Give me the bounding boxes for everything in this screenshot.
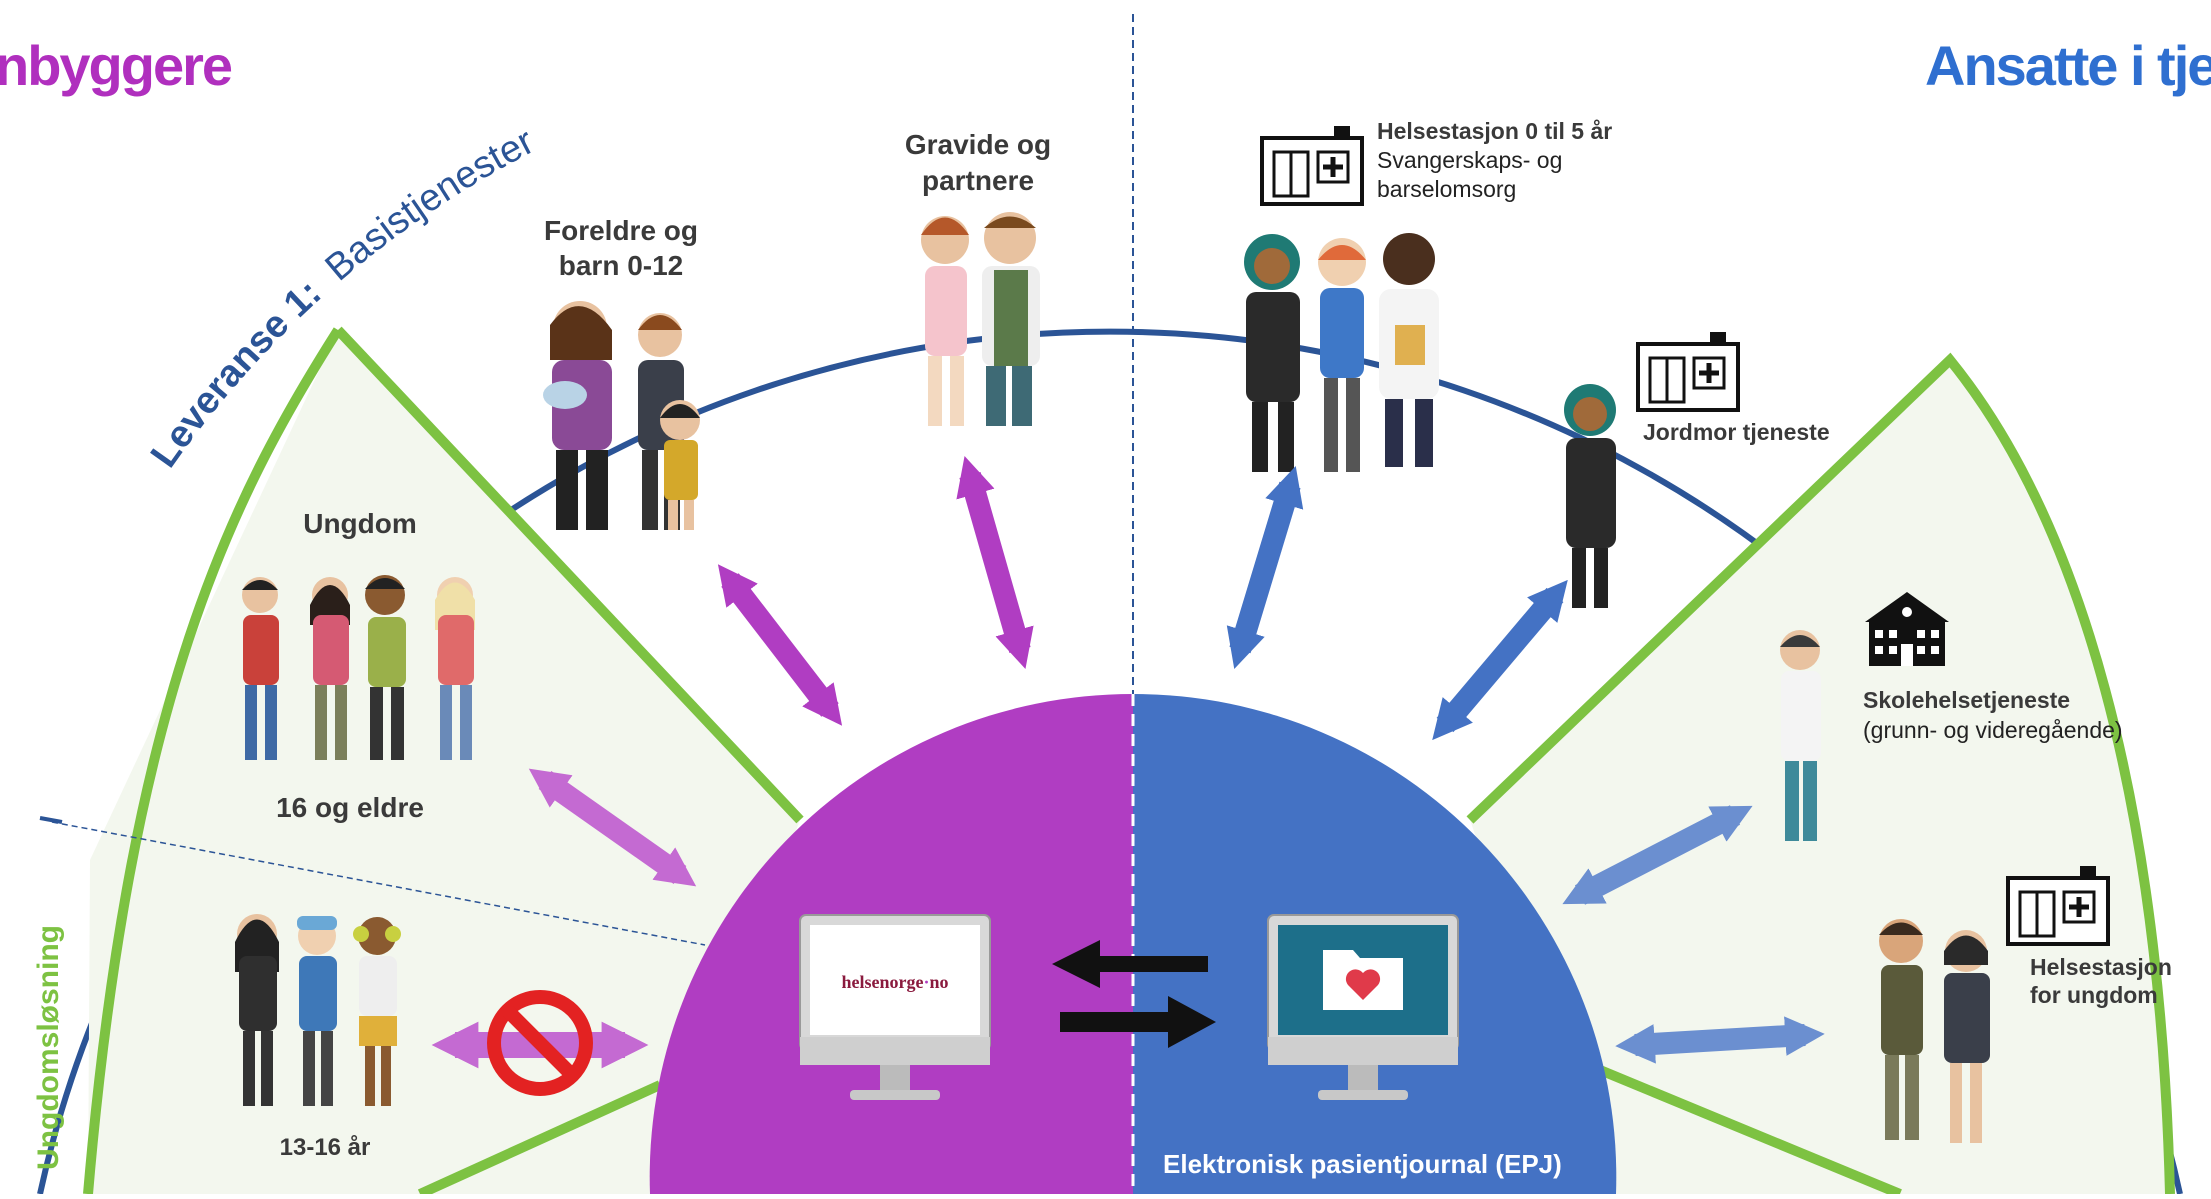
skole-sub: (grunn- og videregående) xyxy=(1863,717,2123,743)
helsenorge-logo-dot: · xyxy=(923,972,929,992)
ungdom-tick xyxy=(39,816,63,824)
exchange-arrows xyxy=(1052,940,1216,1048)
school-icon xyxy=(1865,592,1949,666)
foreldre-label-1: Foreldre og xyxy=(544,215,698,246)
gravide-people-illustration xyxy=(921,212,1040,426)
foreldre-people-illustration xyxy=(543,301,700,530)
arrow-jordmor xyxy=(1432,579,1568,741)
skole-title: Skolehelsetjeneste xyxy=(1863,687,2070,713)
ungdom-stasjon-2: for ungdom xyxy=(2030,982,2158,1008)
left-lower-green xyxy=(417,1080,663,1199)
arrow-ungdom-stasjon xyxy=(1615,1016,1825,1064)
epj-monitor xyxy=(1267,914,1459,1100)
arrow-left-black xyxy=(1052,940,1208,988)
clinic-icon xyxy=(1260,126,1364,206)
ungdom-stasjon-1: Helsestasjon xyxy=(2030,954,2172,980)
ungdomslosning-label: Ungdomsløsning xyxy=(32,925,65,1170)
left-green-border xyxy=(83,326,804,1195)
arrow-skole xyxy=(1562,805,1753,905)
foreldre-label-2: barn 0-12 xyxy=(559,250,684,281)
helsenorge-monitor: helsenorge·no xyxy=(799,914,991,1100)
prohibited-icon xyxy=(487,990,593,1096)
helsenorge-logo-name: helsenorge xyxy=(841,972,923,992)
ungdom-staff-illustration xyxy=(1879,919,1990,1143)
leveranse-rest: Basistjenester xyxy=(318,120,541,289)
helsestasjon-title: Helsestasjon 0 til 5 år xyxy=(1377,118,1612,144)
helsestasjon-sub2: barselomsorg xyxy=(1377,176,1516,202)
ungdom-divider xyxy=(51,821,706,946)
arrow-right-black xyxy=(1060,996,1216,1048)
teen-people-illustration xyxy=(235,914,401,1106)
arrow-helsestasjon xyxy=(1226,466,1304,669)
helsestasjon-sub1: Svangerskaps- og xyxy=(1377,147,1562,173)
header-left: nbyggere xyxy=(0,34,232,97)
heart-icon xyxy=(1345,969,1381,1000)
arrow-sixteen xyxy=(528,768,697,887)
helsenorge-logo: helsenorge·no xyxy=(841,972,948,992)
epj-label: Elektronisk pasientjournal (EPJ) xyxy=(1163,1149,1562,1179)
arrow-gravide xyxy=(956,455,1034,670)
ungdom-people-illustration xyxy=(242,575,475,760)
header-right: Ansatte i tjen xyxy=(1925,34,2211,97)
jordmor-label: Jordmor tjeneste xyxy=(1643,419,1830,445)
arrow-foreldre xyxy=(717,564,843,726)
helsenorge-logo-tld: no xyxy=(929,972,948,992)
clinic-icon xyxy=(1636,332,1740,412)
skole-nurse-illustration xyxy=(1780,630,1821,841)
gravide-label-1: Gravide og xyxy=(905,129,1051,160)
right-green-border xyxy=(1466,352,2175,1195)
helsestasjon-staff-illustration xyxy=(1244,233,1439,472)
right-green-sector xyxy=(1470,360,2170,1194)
sixteen-label: 16 og eldre xyxy=(276,792,424,823)
clinic-icon xyxy=(2006,866,2110,946)
thirteen-label: 13-16 år xyxy=(280,1134,371,1161)
gravide-label-2: partnere xyxy=(922,165,1034,196)
jordmor-staff-illustration xyxy=(1564,384,1616,608)
ungdom-label: Ungdom xyxy=(303,508,417,539)
right-lower-green xyxy=(1598,1065,1902,1199)
